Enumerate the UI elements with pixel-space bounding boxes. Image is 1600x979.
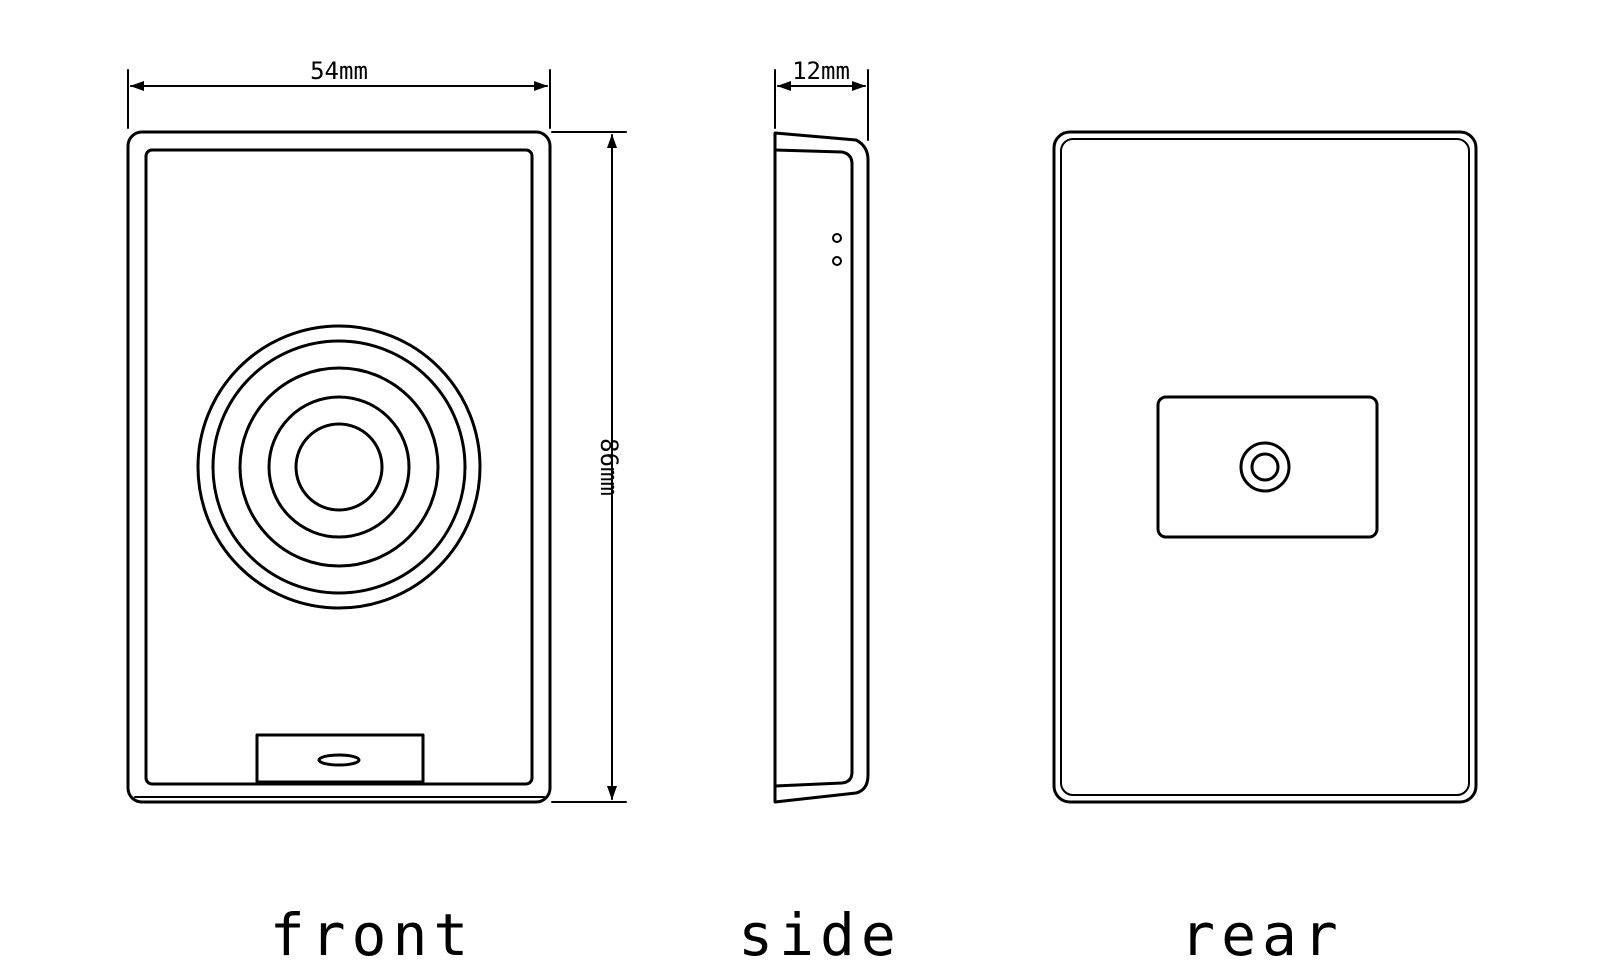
rear-screw-hole-outer-icon [1239,441,1291,493]
side-hole-upper-icon [832,233,842,243]
front-ring-fourth [267,395,411,539]
front-view-label: front [270,901,475,969]
thickness-dimension: 12mm [774,57,869,141]
rear-outer-shell [1052,130,1478,804]
front-outer-shell [126,130,552,804]
thickness-dimension-label: 12mm [792,57,850,85]
rear-view-label: rear [1180,901,1344,969]
rear-screw-hole-inner-icon [1250,452,1280,482]
side-hole-lower-icon [832,256,842,266]
front-ring-outer [196,324,482,610]
front-ring-third [238,366,440,568]
front-ring-second [211,339,467,595]
front-ring-center [294,422,384,512]
side-view-label: side [738,901,902,969]
rear-view: rear [1052,130,1478,969]
front-inner-panel [144,148,534,786]
front-indicator-window [255,733,425,784]
side-inner-profile [773,148,854,788]
width-dimension-label: 54mm [310,57,368,85]
width-dimension: 54mm [127,57,551,129]
rear-inner-panel [1060,138,1470,796]
height-dimension-label: 86mm [595,438,623,496]
front-reader-rings [196,324,482,610]
front-led-icon [317,753,361,767]
rear-label-plate [1156,395,1379,539]
front-view: 54mm 86mm front [126,57,627,969]
height-dimension: 86mm [551,131,627,803]
side-view: 12mm side [738,57,902,969]
side-outer-profile [773,131,870,804]
